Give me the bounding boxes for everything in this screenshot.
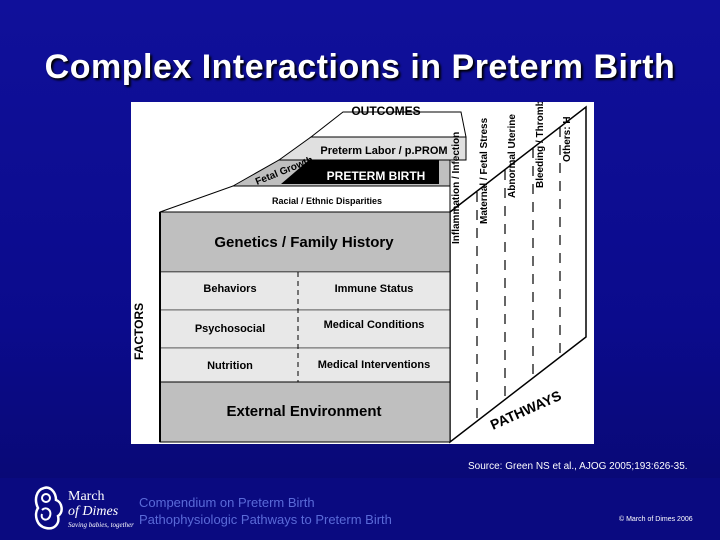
grid-label-immune-status: Immune Status [335,283,414,295]
factors-label: FACTORS [132,303,146,360]
preterm-birth-diagram: Inflammation / Infection Maternal / Feta… [131,80,594,444]
footer-bar [0,478,720,540]
copyright-text: © March of Dimes 2006 [619,516,693,523]
pathway-label-0: Inflammation / Infection [451,132,462,244]
march-of-dimes-logo-icon [34,486,63,530]
pathway-label-2: Abnormal Uterine [507,114,518,198]
grid-label-medical-conditions: Medical Conditions [324,319,425,331]
diagram-row-2 [159,309,451,349]
logo-tagline: Saving babies, together [68,521,134,529]
diagram-row-3 [159,347,451,383]
pathway-label-4: Others: H [562,116,573,162]
grid-label-behaviors: Behaviors [203,283,256,295]
diagram-genetics-row [159,211,451,273]
disparities-label: Racial / Ethnic Disparities [272,196,382,206]
logo-line-2: of Dimes [68,504,119,519]
external-label: External Environment [226,403,381,420]
preterm-labor-label: Preterm Labor / p.PROM [320,145,447,157]
pathway-label-1: Maternal / Fetal Stress [479,117,490,224]
diagram-outcomes-band [309,111,467,138]
preterm-birth-label: PRETERM BIRTH [327,169,426,183]
genetics-label: Genetics / Family History [214,234,394,251]
grid-label-nutrition: Nutrition [207,360,253,372]
grid-label-medical-interventions: Medical Interventions [318,359,430,371]
source-citation: Source: Green NS et al., AJOG 2005;193:6… [468,461,688,472]
diagram-preterm-birth-band [281,160,439,184]
diagram-svg: Inflammation / Infection Maternal / Feta… [132,80,587,444]
compendium-line-1: Compendium on Preterm Birth [139,495,315,510]
slide-title: Complex Interactions in Preterm Birth [44,48,676,86]
pathway-label-3: Bleeding / Thrombosis [535,102,546,188]
diagram-external-row [159,381,451,443]
logo-line-1: March [68,489,105,504]
outcomes-label: OUTCOMES [351,104,420,118]
compendium-text: Compendium on Preterm Birth Pathophysiol… [139,494,392,528]
grid-label-psychosocial: Psychosocial [195,323,265,335]
compendium-line-2: Pathophysiologic Pathways to Preterm Bir… [139,512,392,527]
logo-text: March of Dimes Saving babies, together [68,489,134,530]
